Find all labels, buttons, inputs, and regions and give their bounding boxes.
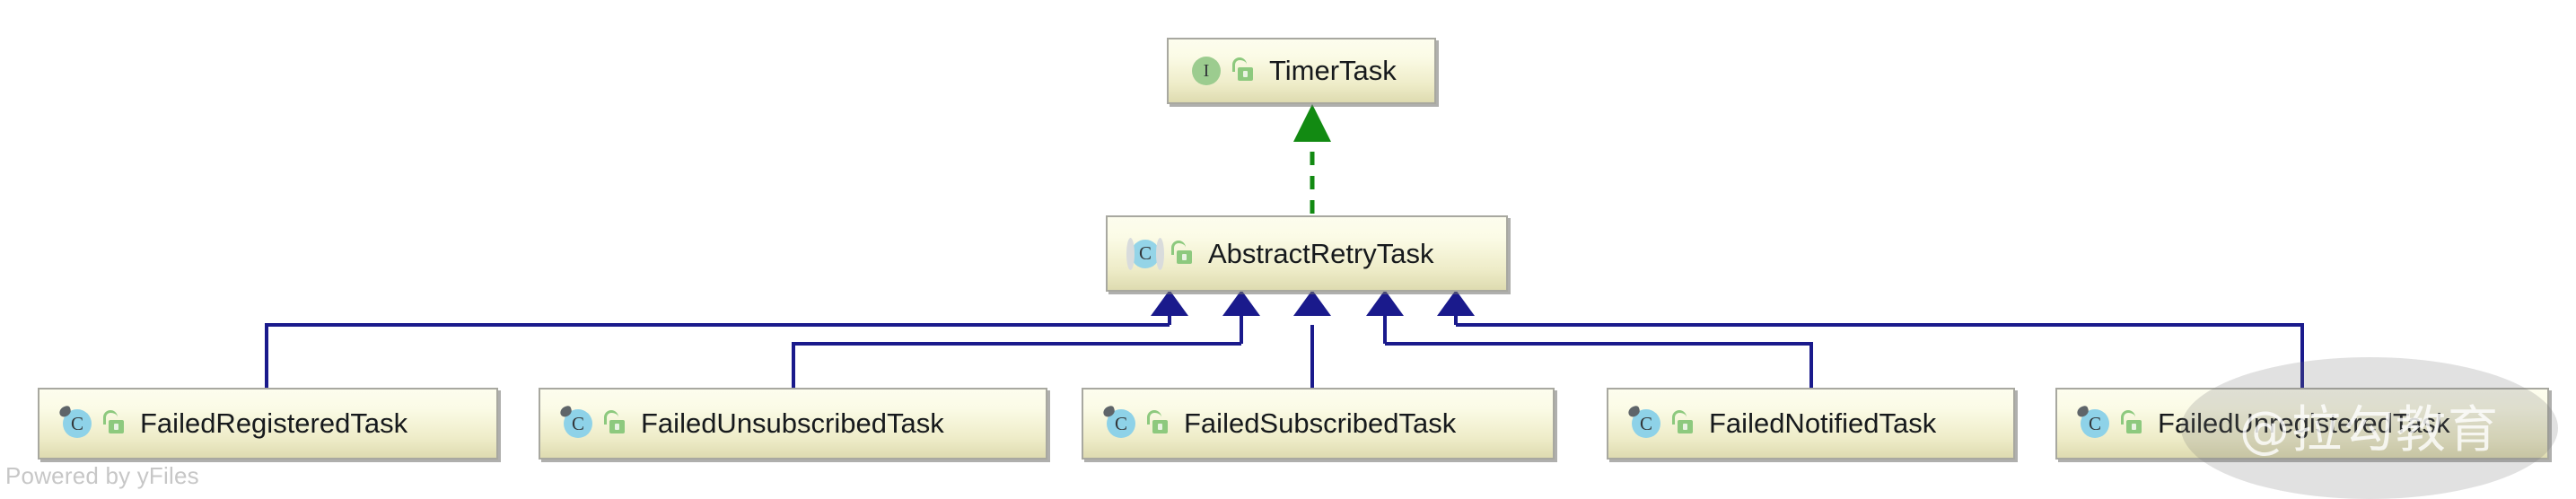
class-badge-icon: C xyxy=(1626,405,1664,442)
class-badge-icon: C xyxy=(558,405,596,442)
node-icon-group: C xyxy=(1126,236,1196,272)
unlock-body xyxy=(1152,420,1168,433)
class-badge-icon: C xyxy=(1101,405,1139,442)
class-disc xyxy=(1131,239,1160,268)
node-failed-registered-task[interactable]: C FailedRegisteredTask xyxy=(38,388,498,460)
unlock-icon xyxy=(2118,408,2145,439)
unlock-icon xyxy=(1169,239,1196,269)
node-failed-notified-task[interactable]: C FailedNotifiedTask xyxy=(1607,388,2015,460)
node-label-failed-registered-task: FailedRegisteredTask xyxy=(140,407,408,439)
edge-generalization-group xyxy=(265,312,2304,388)
unlock-shackle xyxy=(1672,410,1687,425)
node-label-timer-task: TimerTask xyxy=(1269,55,1397,86)
yfiles-watermark: Powered by yFiles xyxy=(5,462,199,489)
node-label-failed-unsubscribed-task: FailedUnsubscribedTask xyxy=(641,407,944,439)
class-glyph: C xyxy=(1138,242,1152,264)
node-timer-task[interactable]: I TimerTask xyxy=(1167,38,1436,104)
unlock-icon xyxy=(1669,408,1696,439)
node-icon-group: C xyxy=(1626,405,1696,442)
unlock-shackle xyxy=(1147,410,1161,425)
abstract-class-badge-icon: C xyxy=(1126,236,1164,272)
class-glyph: C xyxy=(2088,412,2101,434)
node-icon-group: C xyxy=(558,405,628,442)
unlock-body xyxy=(1238,67,1253,81)
node-icon-group: C xyxy=(2075,405,2145,442)
node-label-failed-unregistered-task: FailedUnregisteredTask xyxy=(2158,407,2450,439)
unlock-icon xyxy=(101,408,127,439)
node-icon-group: I xyxy=(1188,53,1257,89)
interface-disc xyxy=(1192,57,1221,85)
node-label-abstract-retry-task: AbstractRetryTask xyxy=(1208,237,1434,269)
node-label-failed-notified-task: FailedNotifiedTask xyxy=(1709,407,1937,439)
class-glyph: C xyxy=(571,412,584,434)
node-failed-unregistered-task[interactable]: C FailedUnregisteredTask xyxy=(2055,388,2549,460)
edge-arrowheads xyxy=(1151,290,1475,316)
unlock-body xyxy=(1678,420,1693,433)
unlock-icon xyxy=(1144,408,1171,439)
unlock-icon xyxy=(601,408,628,439)
node-failed-subscribed-task[interactable]: C FailedSubscribedTask xyxy=(1082,388,1555,460)
unlock-shackle xyxy=(103,410,118,425)
unlock-shackle xyxy=(2121,410,2135,425)
overlay-watermark-blob xyxy=(2181,357,2558,499)
node-failed-unsubscribed-task[interactable]: C FailedUnsubscribedTask xyxy=(539,388,1047,460)
class-glyph: C xyxy=(1114,412,1127,434)
node-icon-group: C xyxy=(1101,405,1171,442)
overlay-watermark-text: @拉勾教育 xyxy=(2239,401,2500,460)
node-icon-group: C xyxy=(57,405,127,442)
unlock-shackle xyxy=(1171,240,1186,255)
edge-realization-timertask xyxy=(1293,104,1331,214)
unlock-body xyxy=(609,420,625,433)
node-abstract-retry-task[interactable]: C AbstractRetryTask xyxy=(1106,215,1508,292)
overlay-watermark: @拉勾教育 xyxy=(2181,357,2558,499)
unlock-body xyxy=(2126,420,2142,433)
unlock-shackle xyxy=(604,410,618,425)
node-label-failed-subscribed-task: FailedSubscribedTask xyxy=(1184,407,1457,439)
class-badge-icon: C xyxy=(57,405,95,442)
unlock-body xyxy=(109,420,124,433)
interface-glyph: I xyxy=(1203,61,1210,81)
unlock-icon xyxy=(1230,56,1257,86)
unlock-shackle xyxy=(1232,57,1247,72)
unlock-body xyxy=(1177,250,1192,264)
class-badge-icon: C xyxy=(2075,405,2113,442)
interface-badge-icon: I xyxy=(1188,53,1224,89)
class-glyph: C xyxy=(70,412,83,434)
class-glyph: C xyxy=(1639,412,1652,434)
